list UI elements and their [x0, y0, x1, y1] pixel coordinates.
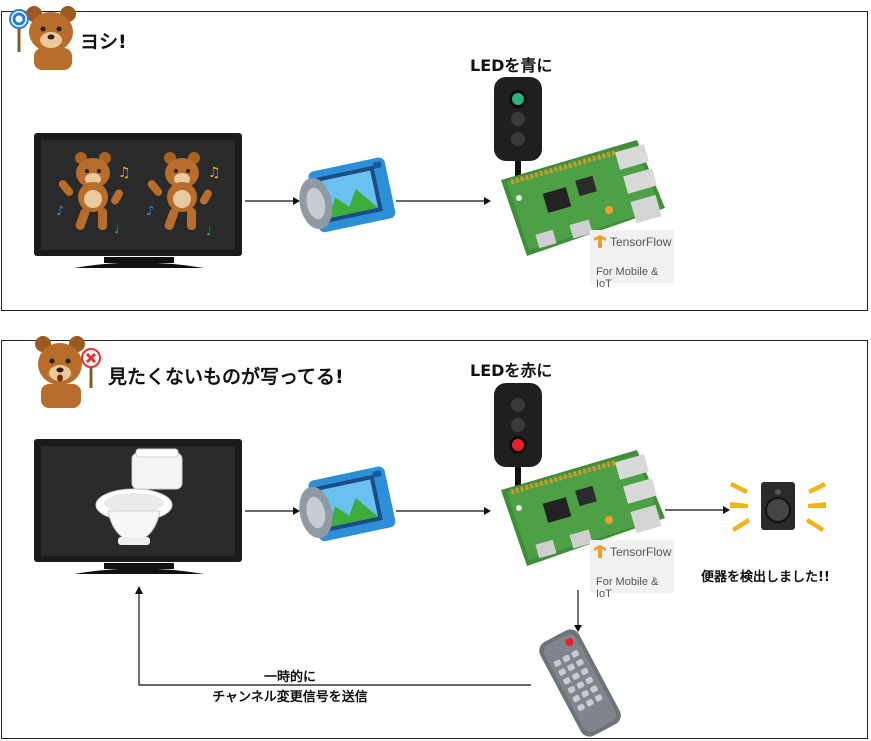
remote-control-icon [539, 629, 621, 737]
tensorflow-logo-icon [594, 545, 606, 558]
arrow [396, 197, 491, 205]
camera-icon [299, 157, 396, 233]
bear-ng-icon [35, 336, 101, 408]
dancing-bear-icon [58, 152, 123, 230]
tensorflow-sub: For Mobile & IoT [596, 266, 659, 290]
traffic-light-icon [494, 383, 542, 492]
led-blue-label: LEDを青に [470, 56, 553, 75]
ng-title: 見たくないものが写ってる! [108, 366, 344, 388]
led-red-label: LEDを赤に [470, 361, 553, 380]
tv-icon: ♫ ♪ ♪ ♩ ♫ ♩ [34, 133, 242, 268]
bear-ok-icon [9, 6, 76, 70]
toilet-icon [95, 448, 183, 545]
feedback-arrow [135, 586, 531, 686]
raspberry-pi-icon [501, 450, 665, 566]
arrow [245, 197, 300, 205]
dancing-bear-icon [147, 152, 212, 230]
arrow [665, 506, 730, 514]
tensorflow-badge: TensorFlow For Mobile & IoT [590, 230, 674, 290]
svg-text:♫: ♫ [118, 165, 131, 181]
arrow [574, 590, 582, 632]
tensorflow-badge: TensorFlow For Mobile & IoT [590, 540, 674, 600]
led-green-icon [512, 93, 524, 105]
svg-text:♩: ♩ [206, 224, 212, 238]
detected-label: 便器を検出しました!! [701, 570, 830, 585]
tv-icon [34, 439, 242, 574]
arrow [245, 507, 300, 515]
tensorflow-sub: For Mobile & IoT [596, 576, 659, 600]
action-line-1: 一時的に [263, 670, 316, 685]
ok-title: ヨシ! [80, 31, 127, 53]
tensorflow-name: TensorFlow [610, 235, 672, 249]
tensorflow-name: TensorFlow [610, 545, 672, 559]
svg-text:♫: ♫ [208, 165, 221, 181]
svg-text:♪: ♪ [56, 204, 64, 219]
traffic-light-icon [494, 77, 542, 186]
svg-text:♩: ♩ [114, 222, 120, 236]
svg-text:♪: ♪ [146, 204, 154, 219]
action-line-2: チャンネル変更信号を送信 [212, 690, 368, 705]
led-red-icon [512, 439, 524, 451]
arrow [396, 507, 491, 515]
raspberry-pi-icon [501, 140, 665, 256]
speaker-icon [730, 482, 826, 532]
camera-icon [299, 466, 396, 542]
tensorflow-logo-icon [594, 235, 606, 248]
